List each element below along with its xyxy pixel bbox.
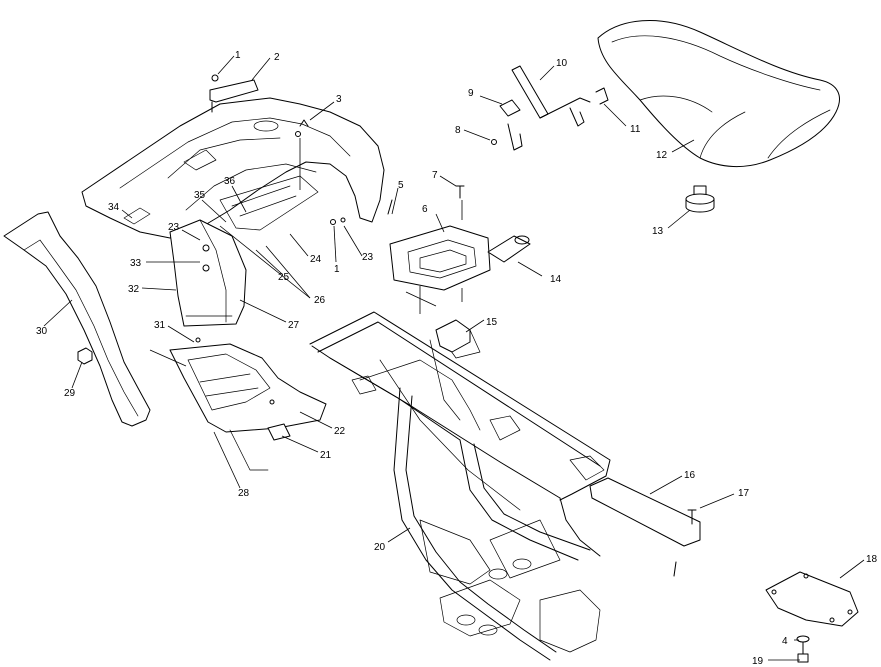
callout-9: 9	[468, 88, 474, 99]
callout-29: 29	[64, 388, 76, 399]
callout-6: 6	[422, 204, 428, 215]
callout-27: 27	[288, 320, 300, 331]
seat-bumper-part[interactable]	[685, 185, 715, 213]
callout-34: 34	[108, 202, 120, 213]
fastener-parts	[195, 74, 697, 577]
callout-18: 18	[866, 554, 878, 565]
callout-16: 16	[684, 470, 696, 481]
callout-19: 19	[752, 656, 764, 667]
fender-flap-part[interactable]	[169, 219, 247, 327]
callout-1b: 1	[334, 264, 340, 275]
footwell-part[interactable]	[3, 211, 151, 427]
storage-box-part[interactable]	[389, 225, 491, 291]
footrest-bracket-part[interactable]	[169, 343, 327, 471]
callout-28: 28	[238, 488, 250, 499]
seat-latch-part[interactable]	[491, 65, 609, 151]
tool-tube-part[interactable]	[487, 235, 531, 263]
callout-30: 30	[36, 326, 48, 337]
callout-14: 14	[550, 274, 562, 285]
callout-36: 36	[224, 176, 236, 187]
callout-33: 33	[130, 258, 142, 269]
callout-35: 35	[194, 190, 206, 201]
callout-24: 24	[310, 254, 322, 265]
callout-4: 4	[782, 636, 788, 647]
callout-2: 2	[274, 52, 280, 63]
callout-31: 31	[154, 320, 166, 331]
callout-7: 7	[432, 170, 438, 181]
bolt-part[interactable]	[77, 347, 93, 365]
rear-fender-part[interactable]	[81, 97, 385, 239]
callout-13: 13	[652, 226, 664, 237]
callout-3: 3	[336, 94, 342, 105]
rack-handle-part[interactable]	[209, 79, 259, 113]
callout-17: 17	[738, 488, 750, 499]
callout-5: 5	[398, 180, 404, 191]
washer-part[interactable]	[796, 635, 810, 643]
callout-11: 11	[630, 124, 641, 135]
alignment-lines	[149, 138, 463, 367]
callout-8: 8	[455, 125, 461, 136]
skid-plate-part[interactable]	[765, 571, 859, 627]
main-frame-part[interactable]	[309, 311, 611, 661]
callout-26: 26	[314, 295, 326, 306]
bolt-part[interactable]	[797, 641, 809, 663]
seat-part[interactable]	[597, 20, 840, 168]
leader-lines	[43, 55, 865, 661]
callout-12: 12	[656, 150, 668, 161]
callout-labels: 1 2 3 4 5 6 7 8 9 10 11 12 13 14 15 16 1…	[36, 50, 878, 667]
callout-23b: 23	[362, 252, 374, 263]
callout-25: 25	[278, 272, 290, 283]
callout-1: 1	[235, 50, 241, 61]
callout-20: 20	[374, 542, 386, 553]
callout-32: 32	[128, 284, 140, 295]
callout-23a: 23	[168, 222, 180, 233]
callout-21: 21	[320, 450, 332, 461]
callout-10: 10	[556, 58, 568, 69]
bracket-part[interactable]	[435, 319, 471, 353]
callout-22: 22	[334, 426, 346, 437]
extension-plate-part[interactable]	[589, 477, 701, 547]
callout-15: 15	[486, 317, 498, 328]
